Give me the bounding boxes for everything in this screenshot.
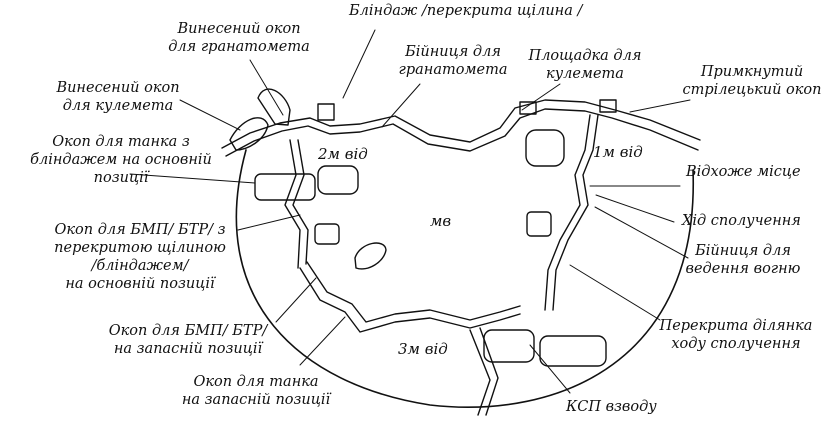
zone-label-1: 1м від (593, 143, 643, 161)
leader-ksp (529, 344, 571, 394)
label-latrine: Відхоже місце (686, 164, 801, 180)
ifv-pit-reserve (354, 242, 387, 270)
trench-bottom-outer (299, 267, 521, 333)
trench-branch-bottom-2 (479, 327, 499, 416)
trench-top-outer (221, 99, 701, 149)
label-embrasure-fire: Бійниця для ведення вогню (685, 243, 801, 277)
label-covered-section: Перекрита ділянка ходу сполучення (659, 318, 813, 352)
trench-bottom-inner (306, 261, 521, 323)
trench-left-outer (284, 139, 301, 269)
outer-boundary (235, 149, 694, 408)
leader-grenade-out (249, 59, 284, 116)
leader-covered (569, 264, 661, 321)
tank-pit-main (254, 173, 316, 201)
zone-label-center: мв (430, 212, 452, 230)
label-ifv-reserve: Окоп для БМП/ БТР/ на запасній позиції (108, 323, 268, 357)
tank-pit-main-2 (317, 165, 359, 195)
platform-2 (519, 101, 537, 115)
platform-3 (599, 99, 617, 113)
label-tank-main: Окоп для танка з бліндажем на основній п… (30, 134, 212, 186)
outpost-grenade (257, 88, 291, 126)
leader-mg-platform (521, 83, 561, 111)
trench-left-inner (292, 139, 309, 265)
trench-top-inner (225, 108, 699, 157)
trench-right-outer (544, 114, 591, 311)
leader-adjoining (629, 99, 691, 113)
label-comm-trench: Хід сполучення (682, 213, 801, 229)
ifv-pit-main (314, 223, 340, 245)
ksp-bunker (483, 329, 535, 363)
right-pit-top (525, 129, 565, 167)
label-blindage: Бліндаж /перекрита щілина / (349, 3, 583, 19)
label-embrasure-grenade: Бійниця для гранатомета (398, 44, 508, 78)
right-pit-mid (526, 211, 552, 237)
label-tank-reserve: Окоп для танка на запасній позиції (181, 374, 331, 408)
trench-branch-bottom (469, 329, 491, 416)
outpost-mg (229, 117, 269, 151)
label-adjoining-trench: Примкнутий стрілецький окоп (682, 64, 822, 98)
label-platoon-cp: КСП взводу (566, 399, 657, 415)
leader-embrasure-fire (594, 206, 689, 259)
ksp-bunker-2 (539, 335, 607, 367)
leader-tank-main (129, 173, 256, 184)
zone-label-2: 2м від (318, 145, 368, 163)
leader-ifv-reserve (275, 277, 317, 323)
leader-tank-reserve (299, 316, 346, 366)
leader-ifv-main (237, 214, 301, 231)
leader-comm (595, 194, 675, 223)
label-mg-platform: Площадка для кулемета (528, 48, 642, 82)
label-ifv-main: Окоп для БМП/ БТР/ з перекритою щілиною … (54, 222, 226, 292)
leader-embrasure-grenade (381, 83, 421, 128)
leader-blindage (342, 29, 376, 99)
label-outpost-mg: Винесений окоп для кулемета (56, 80, 180, 114)
zone-label-3: 3м від (398, 340, 448, 358)
trench-right-inner (552, 114, 599, 311)
mg-platform (317, 103, 335, 121)
leader-outpost-mg (179, 99, 241, 131)
label-outpost-grenade: Винесений окоп для гранатомета (168, 21, 310, 55)
